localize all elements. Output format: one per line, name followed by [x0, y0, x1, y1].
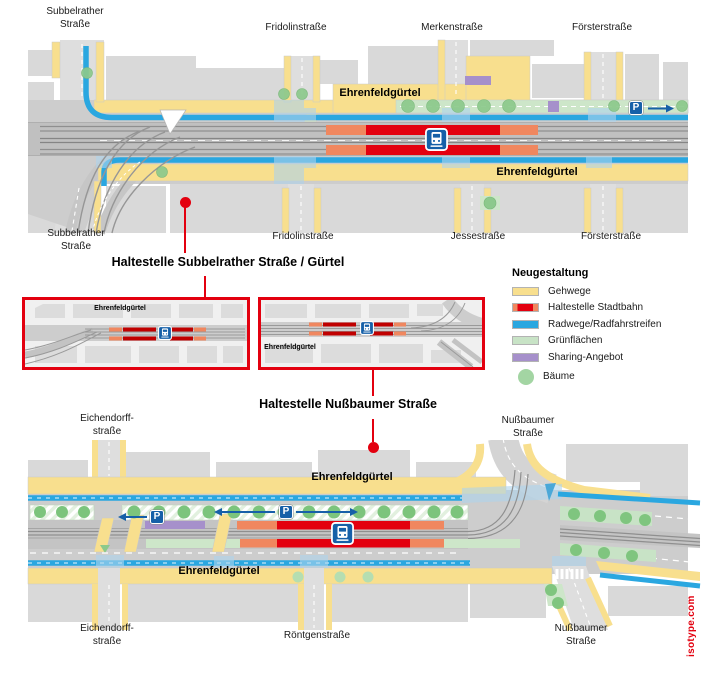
inset-left-graphic [25, 300, 247, 367]
legend-swatch [512, 286, 539, 296]
corridor-label-ehrenfeldguertel-bottom-north: Ehrenfeldgürtel [311, 471, 393, 483]
callout-line-subbelrather-upper [183, 207, 187, 253]
tram-stop-icon-top-map [425, 128, 448, 151]
parking-icon-bottom-left: P [150, 510, 164, 524]
street-label-jesse: Jessestraße [450, 231, 506, 242]
parking-icon-top-right: P [629, 101, 643, 115]
street-label-eichendor ff-top: Eichendorff- straße [80, 413, 134, 437]
legend-item: Sharing-Angebot [512, 351, 702, 363]
legend-label: Haltestelle Stadtbahn [548, 302, 644, 313]
legend-label: Grünflächen [548, 335, 603, 346]
inset-label-ehrenfeldguertel-left: Ehrenfeldgürtel [94, 305, 146, 312]
inset-label-ehrenfeldguertel-right: Ehrenfeldgürtel [264, 344, 316, 351]
street-label-subbelrather-bottom: Subbelrather Straße [47, 228, 105, 252]
legend-label: Sharing-Angebot [548, 351, 624, 363]
tram-stop-icon-bottom-map [331, 522, 354, 545]
tram-stop-icon-inset-left [158, 326, 172, 340]
street-label-foerster-bottom: Försterstraße [580, 231, 642, 242]
top-map-graphic [28, 39, 689, 235]
legend-swatch [512, 352, 539, 362]
legend-swatch-circle [518, 368, 534, 385]
watermark: isotype.com [686, 595, 697, 657]
corridor-label-ehrenfeldguertel-top-south: Ehrenfeldgürtel [496, 166, 578, 178]
street-label-subbelrather-top: Subbelrather Straße [46, 6, 104, 30]
callout-line-subbelrather-lower [203, 276, 207, 297]
corridor-label-ehrenfeldguertel-top-north: Ehrenfeldgürtel [339, 87, 421, 99]
tram-stop-icon-inset-right [360, 321, 374, 335]
callout-line-nussbaumer-lower [371, 419, 375, 442]
legend-label: Radwege/Radfahrstreifen [548, 318, 662, 330]
legend-label: Gehwege [548, 285, 591, 297]
street-label-eichendorff-bottom: Eichendorff- straße [80, 623, 134, 647]
legend-swatch [512, 303, 539, 312]
legend-item: Haltestelle Stadtbahn [512, 302, 702, 313]
street-label-roentgen: Röntgenstraße [283, 630, 351, 641]
legend-swatch [512, 319, 539, 329]
legend-item: Radwege/Radfahrstreifen [512, 318, 702, 330]
legend-header: Neugestaltung [512, 267, 589, 279]
legend-swatch [512, 336, 539, 345]
title-stop-nussbaumer: Haltestelle Nußbaumer Straße [259, 397, 437, 411]
street-label-merken: Merkenstraße [421, 22, 483, 33]
parking-icon-bottom-middle: P [279, 505, 293, 519]
inset-map-subbelrather [22, 297, 250, 370]
street-label-nussbaumer-bottom: Nußbaumer Straße [554, 623, 608, 647]
title-stop-subbelrather: Haltestelle Subbelrather Straße / Gürtel [111, 255, 345, 269]
street-label-nussbaumer-top: Nußbaumer Straße [501, 415, 555, 439]
legend-item: Gehwege [512, 285, 702, 297]
legend-item: Bäume [512, 368, 702, 385]
callout-dot-nussbaumer [367, 441, 379, 453]
legend-label: Bäume [543, 371, 575, 382]
street-label-fridolin-bottom: Fridolinstraße [272, 231, 334, 242]
callout-line-nussbaumer-upper [371, 370, 375, 396]
bottom-map-graphic [27, 440, 701, 632]
street-label-foerster-top: Försterstraße [571, 22, 633, 33]
street-label-fridolin-top: Fridolinstraße [265, 22, 327, 33]
corridor-label-ehrenfeldguertel-bottom-south: Ehrenfeldgürtel [178, 565, 260, 577]
callout-dot-subbelrather [179, 196, 191, 208]
legend-item: Grünflächen [512, 335, 702, 346]
